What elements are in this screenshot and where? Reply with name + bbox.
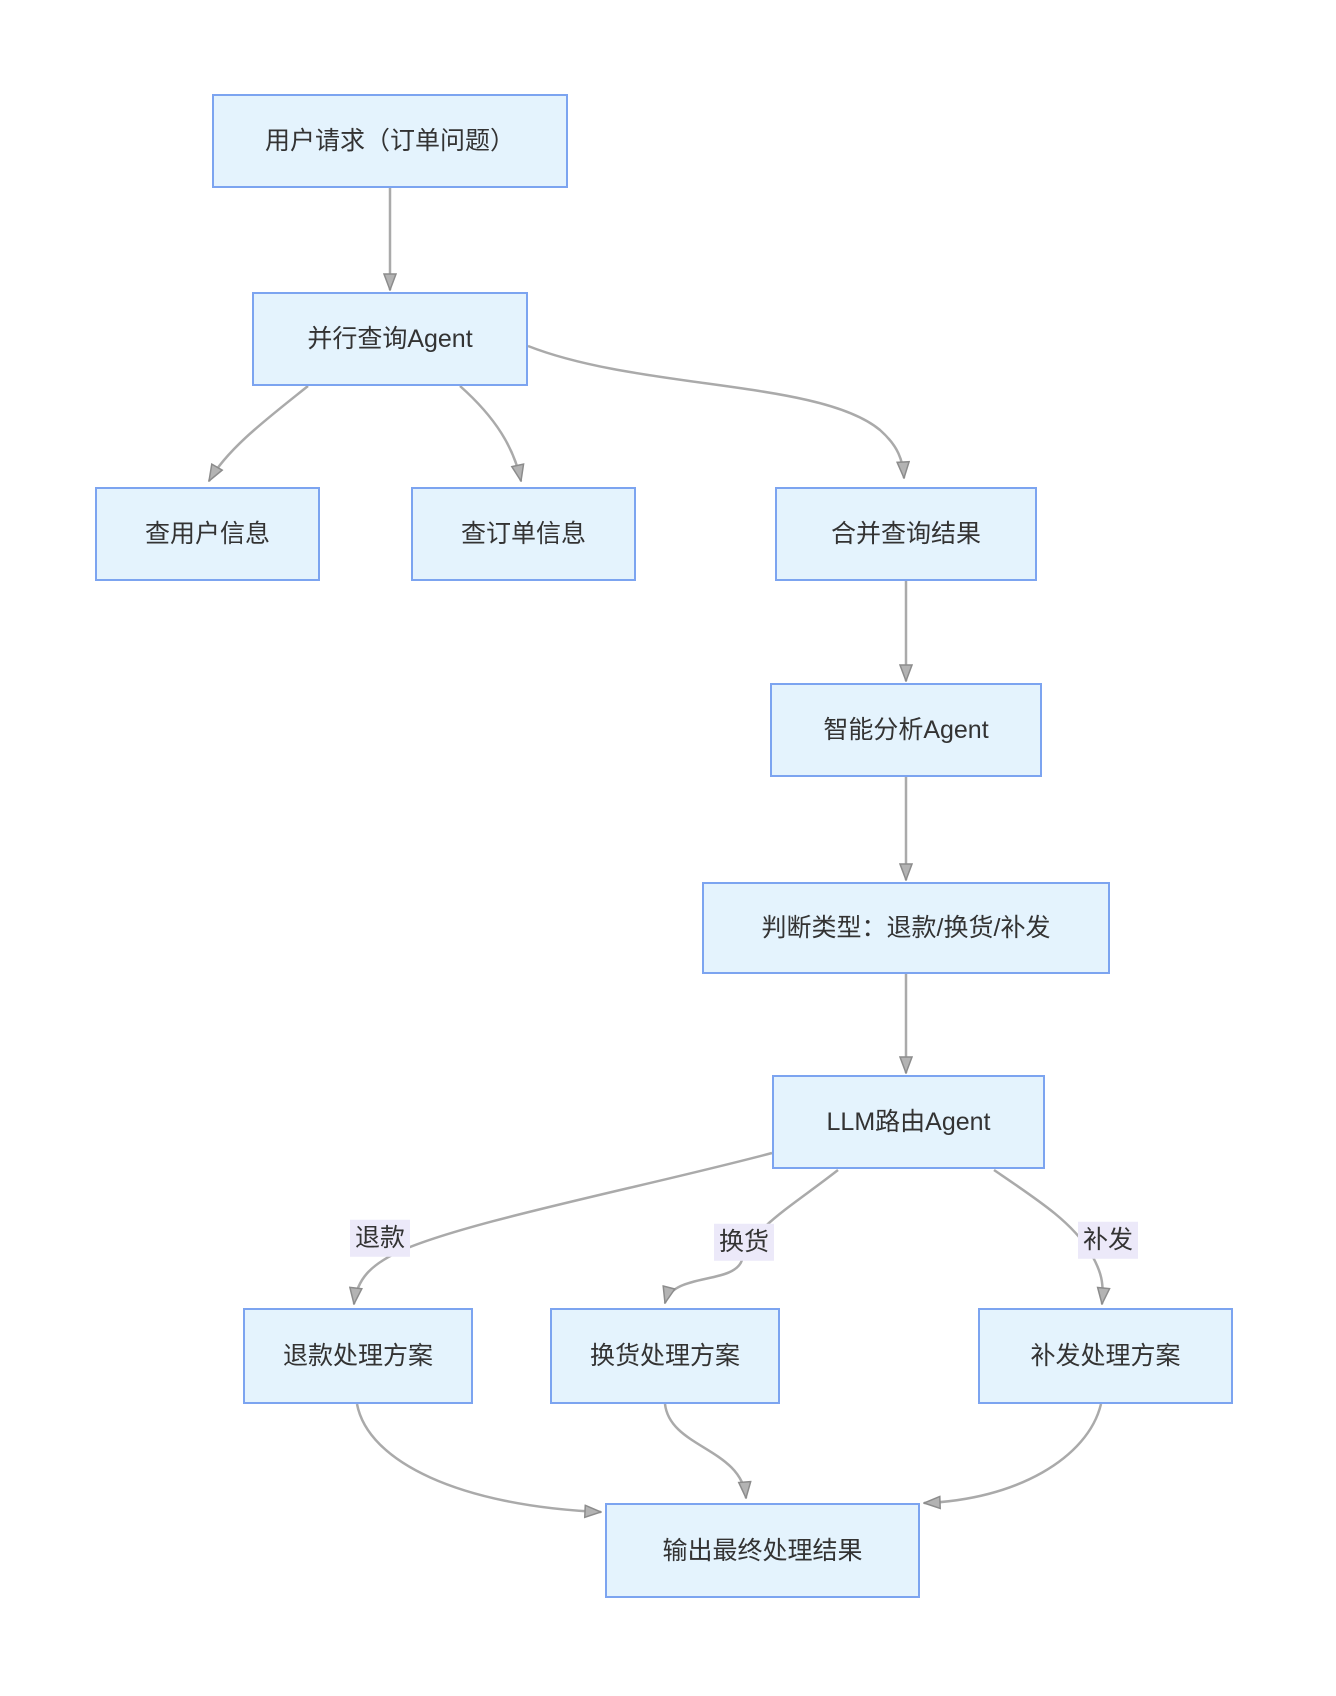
- edge-label-exchange: 换货: [713, 1223, 775, 1261]
- flow-node-query-user-info: 查用户信息: [95, 487, 320, 581]
- edge-llm-router-agent-to-refund-plan: [354, 1151, 773, 1304]
- flow-node-llm-router-agent: LLM路由Agent: [772, 1075, 1045, 1169]
- flow-node-user-request: 用户请求（订单问题）: [212, 94, 568, 188]
- edge-parallel-query-agent-to-query-order-info: [459, 385, 521, 481]
- flow-node-merge-query-results: 合并查询结果: [775, 487, 1037, 581]
- flow-node-parallel-query-agent: 并行查询Agent: [252, 292, 528, 386]
- edge-reship-plan-to-final-output: [924, 1403, 1103, 1503]
- edge-exchange-plan-to-final-output: [663, 1403, 746, 1498]
- flow-node-reship-plan: 补发处理方案: [978, 1308, 1233, 1404]
- edge-label-refund: 退款: [349, 1219, 411, 1257]
- edge-refund-plan-to-final-output: [355, 1403, 601, 1512]
- flow-node-judge-type: 判断类型：退款/换货/补发: [702, 882, 1110, 974]
- flow-node-exchange-plan: 换货处理方案: [550, 1308, 780, 1404]
- edge-parallel-query-agent-to-merge-query-results: [527, 344, 904, 478]
- edge-parallel-query-agent-to-query-user-info: [207, 385, 309, 481]
- flow-node-query-order-info: 查订单信息: [411, 487, 636, 581]
- flow-node-final-output: 输出最终处理结果: [605, 1503, 920, 1598]
- flow-node-analysis-agent: 智能分析Agent: [770, 683, 1042, 777]
- edge-label-reship: 补发: [1077, 1221, 1139, 1259]
- flow-node-refund-plan: 退款处理方案: [243, 1308, 473, 1404]
